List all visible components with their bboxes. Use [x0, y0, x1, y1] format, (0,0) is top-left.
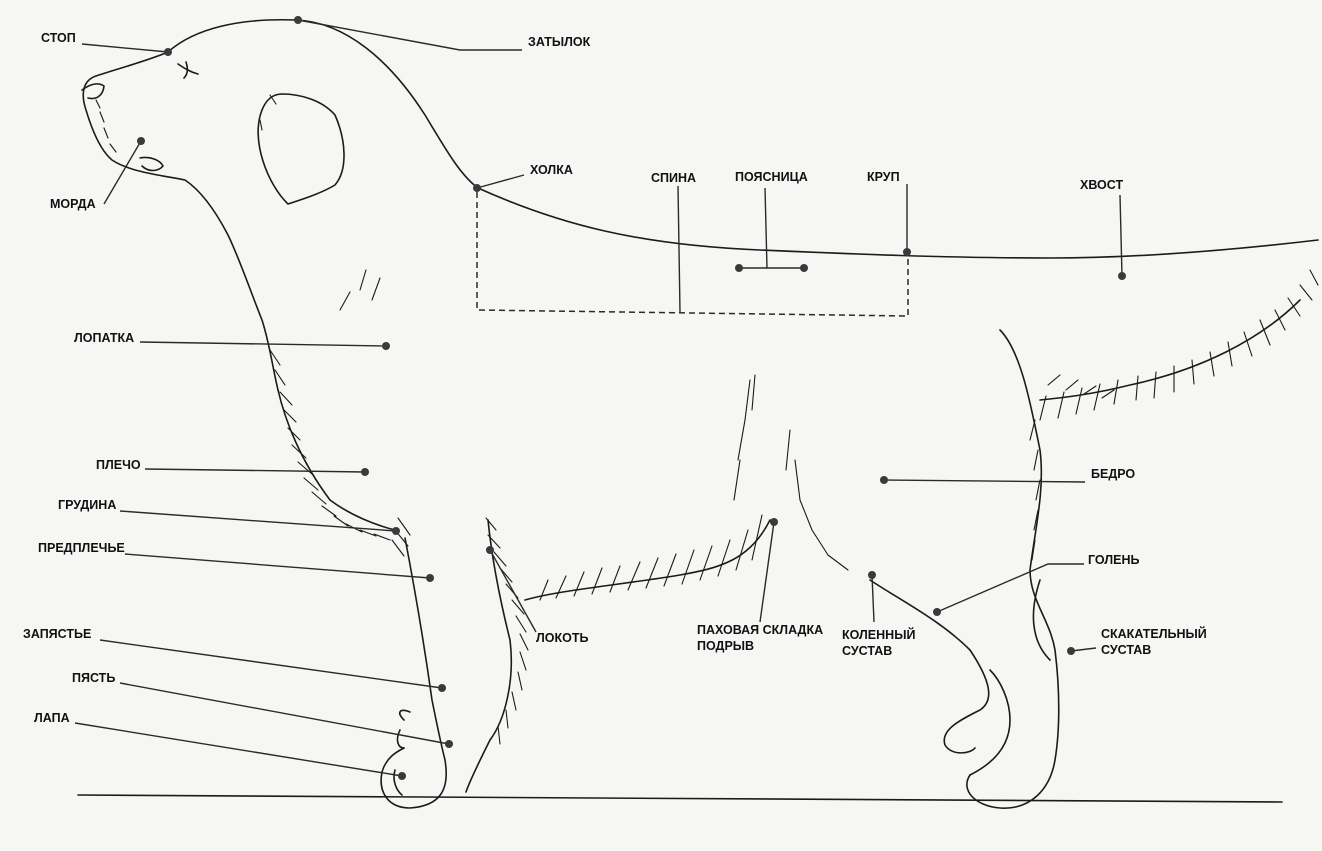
- dot-withers: [473, 184, 481, 192]
- label-thigh: БЕДРО: [1091, 467, 1136, 481]
- dog-tail-fur: [1039, 269, 1319, 421]
- label-croup: КРУП: [867, 170, 900, 184]
- label-upper-arm: ПЛЕЧО: [96, 458, 141, 472]
- dog-chest-fur: [269, 269, 411, 557]
- dot-pastern: [445, 740, 453, 748]
- leader-thigh: [883, 479, 1086, 483]
- dot-chest: [392, 527, 400, 535]
- dog-thigh-fur: [1029, 374, 1115, 561]
- label-occiput: ЗАТЫЛОК: [528, 35, 591, 49]
- back-measure-bracket: [476, 192, 909, 317]
- leader-wrist: [99, 639, 443, 689]
- label-forearm: ПРЕДПЛЕЧЬЕ: [38, 541, 125, 555]
- dot-shin: [933, 608, 941, 616]
- label-muzzle: МОРДА: [50, 197, 96, 211]
- leader-withers: [476, 174, 525, 189]
- label-pastern: ПЯСТЬ: [72, 671, 116, 685]
- dot-wrist: [438, 684, 446, 692]
- leader-lines: [74, 16, 1126, 780]
- dot-upper-arm: [361, 468, 369, 476]
- leader-hock: [1070, 647, 1097, 652]
- label-tail: ХВОСТ: [1080, 178, 1124, 192]
- label-shoulder-blade: ЛОПАТКА: [74, 331, 135, 345]
- dog-head: [81, 18, 479, 391]
- label-back: СПИНА: [651, 171, 697, 185]
- dot-paw: [398, 772, 406, 780]
- leader-occiput: [297, 19, 522, 51]
- leader-tail: [1119, 194, 1123, 277]
- dot-stifle: [868, 571, 876, 579]
- label-wrist: ЗАПЯСТЬЕ: [23, 627, 92, 641]
- dot-stop: [164, 48, 172, 56]
- label-stifle-line1: КОЛЕННЫЙ: [842, 628, 916, 642]
- dot-flank: [770, 518, 778, 526]
- label-withers: ХОЛКА: [530, 163, 573, 177]
- leader-upper-arm: [144, 468, 366, 473]
- label-loin: ПОЯСНИЦА: [735, 170, 808, 184]
- leader-chest: [119, 510, 397, 532]
- leader-muzzle: [103, 140, 142, 205]
- dog-hind-leg: [869, 329, 1060, 809]
- dot-shoulder-blade: [382, 342, 390, 350]
- leader-shoulder-blade: [139, 341, 387, 347]
- dog-back: [477, 187, 1319, 259]
- dot-elbow: [486, 546, 494, 554]
- dot-loin-left: [735, 264, 743, 272]
- dot-forearm: [426, 574, 434, 582]
- label-flank: ПАХОВАЯ СКЛАДКА ПОДРЫВ: [697, 622, 823, 654]
- dot-croup: [903, 248, 911, 256]
- leader-forearm: [124, 553, 431, 579]
- label-flank-line1: ПАХОВАЯ СКЛАДКА: [697, 623, 824, 637]
- leader-stop: [81, 43, 169, 53]
- label-flank-line2: ПОДРЫВ: [697, 639, 755, 653]
- leader-paw: [74, 722, 403, 777]
- label-stifle-line2: СУСТАВ: [842, 644, 893, 658]
- dog-front-leg: [380, 519, 513, 809]
- ground-line: [77, 794, 1283, 803]
- label-stifle: КОЛЕННЫЙ СУСТАВ: [842, 627, 915, 659]
- dog-flank-fur: [733, 374, 849, 571]
- label-chest: ГРУДИНА: [58, 498, 117, 512]
- label-elbow: ЛОКОТЬ: [536, 631, 589, 645]
- leader-elbow: [489, 549, 537, 633]
- dot-tail: [1118, 272, 1126, 280]
- label-hock-line1: СКАКАТЕЛЬНЫЙ: [1101, 627, 1207, 641]
- dog-elbow-fur: [485, 517, 529, 745]
- dot-muzzle: [137, 137, 145, 145]
- label-stop: СТОП: [41, 31, 76, 45]
- label-hock: СКАКАТЕЛЬНЫЙ СУСТАВ: [1101, 626, 1207, 658]
- leader-flank: [759, 521, 775, 623]
- leader-back: [677, 185, 681, 313]
- dot-loin-right: [800, 264, 808, 272]
- label-paw: ЛАПА: [34, 711, 70, 725]
- label-hock-line2: СУСТАВ: [1101, 643, 1152, 657]
- leader-shin: [936, 563, 1084, 613]
- dot-hock: [1067, 647, 1075, 655]
- leader-loin: [764, 187, 768, 269]
- leader-pastern: [119, 682, 450, 745]
- dog-belly-fur: [524, 514, 771, 601]
- dot-thigh: [880, 476, 888, 484]
- leader-stifle: [871, 574, 875, 623]
- label-shin: ГОЛЕНЬ: [1088, 553, 1140, 567]
- dot-occiput: [294, 16, 302, 24]
